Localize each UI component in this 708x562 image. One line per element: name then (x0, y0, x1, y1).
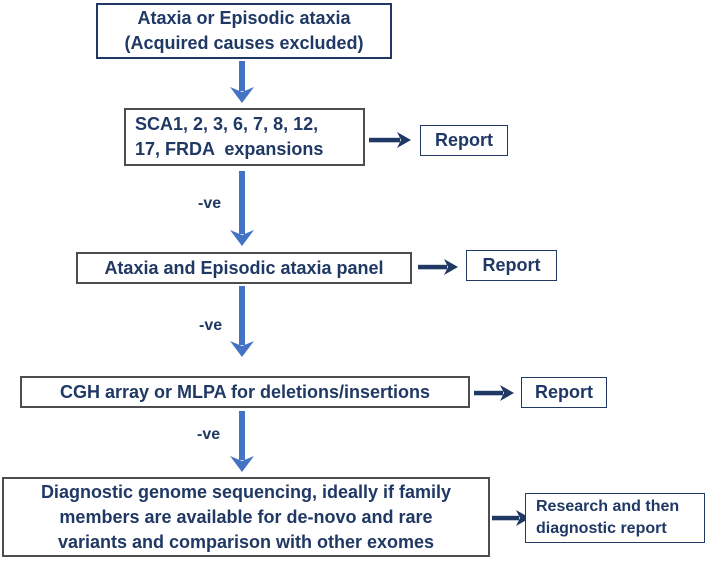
node-report-genome-line1: Research and then (536, 498, 680, 515)
node-expansions: SCA1, 2, 3, 6, 7, 8, 12, 17, FRDA expans… (124, 108, 365, 166)
node-cgh-label: CGH array or MLPA for deletions/insertio… (59, 381, 431, 402)
report-label: Report (435, 130, 493, 150)
node-start: Ataxia or Episodic ataxia (Acquired caus… (96, 3, 392, 59)
node-panel: Ataxia and Episodic ataxia panel (76, 252, 412, 284)
node-report-genome: Research and then diagnostic report (525, 493, 705, 543)
right-arrow-2-icon (418, 259, 458, 275)
right-arrow-3-icon (474, 385, 514, 401)
node-genome-line1: Diagnostic genome sequencing, ideally if… (40, 481, 452, 502)
down-arrow-1-icon (230, 61, 254, 103)
negative-result-label-1: -ve (198, 195, 222, 212)
node-genome: Diagnostic genome sequencing, ideally if… (2, 477, 490, 557)
right-arrow-4-icon (492, 510, 530, 526)
node-expansions-line2: 17, FRDA expansions (135, 139, 324, 159)
report-label: Report (482, 255, 541, 275)
node-start-line2: (Acquired causes excluded) (124, 33, 364, 53)
down-arrow-2-icon (230, 171, 254, 246)
node-genome-line2: members are available for de-novo and ra… (59, 506, 433, 527)
node-report-genome-line2: diagnostic report (536, 520, 667, 537)
down-arrow-3-icon (230, 286, 254, 357)
node-start-line1: Ataxia or Episodic ataxia (137, 8, 351, 28)
node-panel-label: Ataxia and Episodic ataxia panel (104, 257, 384, 278)
node-expansions-line1: SCA1, 2, 3, 6, 7, 8, 12, (135, 114, 319, 134)
node-report-expansions: Report (420, 125, 508, 156)
node-cgh: CGH array or MLPA for deletions/insertio… (20, 376, 470, 408)
node-report-panel: Report (466, 250, 557, 281)
down-arrow-4-icon (230, 411, 254, 472)
node-genome-line3: variants and comparison with other exome… (57, 531, 435, 552)
negative-result-label-3: -ve (197, 426, 221, 443)
right-arrow-1-icon (369, 132, 411, 148)
negative-result-label-2: -ve (199, 317, 223, 334)
report-label: Report (535, 382, 593, 402)
node-report-cgh: Report (521, 377, 607, 408)
